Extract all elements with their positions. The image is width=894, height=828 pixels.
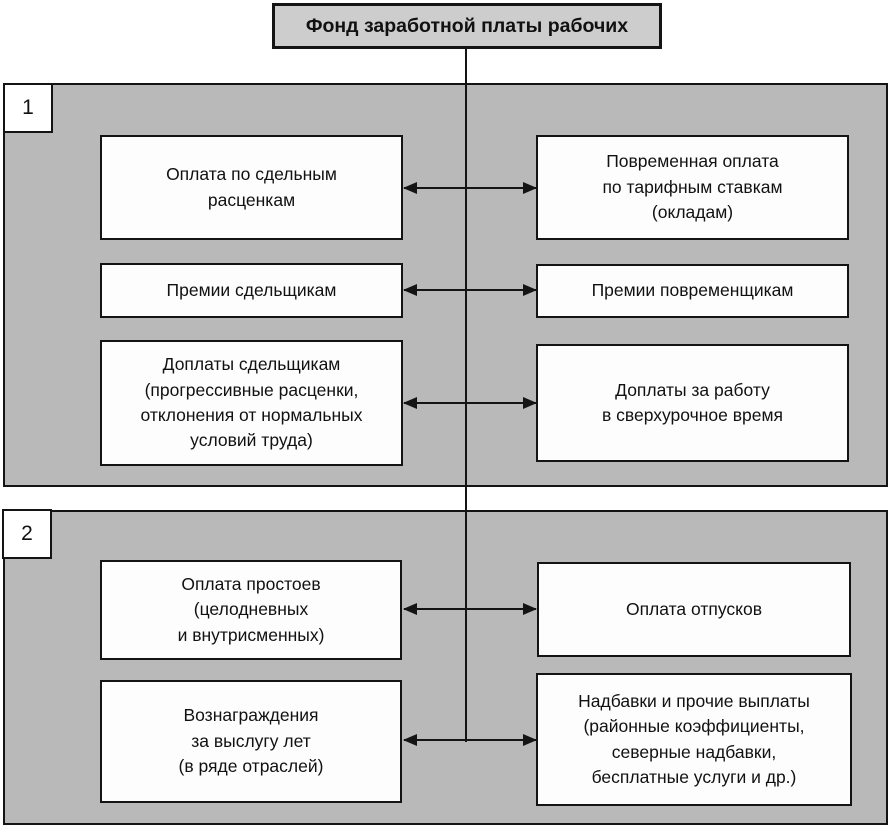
diagram-title: Фонд заработной платы рабочих [272, 3, 662, 49]
double-arrow-row2 [403, 284, 537, 296]
section-2-number-badge: 2 [2, 509, 52, 559]
box-pieceworker-extra-payments: Доплаты сдельщикам (прогрессивные расцен… [100, 340, 403, 466]
box-overtime-payments: Доплаты за работу в сверхурочное время [536, 344, 849, 462]
double-arrow-row1 [403, 182, 537, 194]
box-pieceworker-bonuses: Премии сдельщикам [100, 263, 403, 318]
double-arrow-row3 [403, 397, 537, 409]
box-downtime-payment: Оплата простоев (целодневных и внутрисме… [100, 560, 402, 660]
section-1-number-badge: 1 [3, 83, 53, 133]
box-allowances-other-payments: Надбавки и прочие выплаты (районные коэф… [536, 673, 852, 806]
diagram-title-label: Фонд заработной платы рабочих [305, 14, 629, 37]
double-arrow-row4 [403, 603, 537, 615]
box-timeworker-bonuses: Премии повременщикам [536, 264, 849, 318]
section-1-number: 1 [22, 96, 34, 119]
box-long-service-rewards: Вознаграждения за выслугу лет (в ряде от… [100, 680, 402, 803]
double-arrow-row5 [403, 734, 537, 746]
section-2-number: 2 [21, 522, 33, 545]
box-time-based-payment: Повременная оплата по тарифным ставкам (… [536, 135, 849, 240]
box-vacation-payment: Оплата отпусков [537, 562, 851, 657]
box-piece-rate-payment: Оплата по сдельным расценкам [100, 135, 403, 240]
center-connector-line [465, 46, 467, 742]
